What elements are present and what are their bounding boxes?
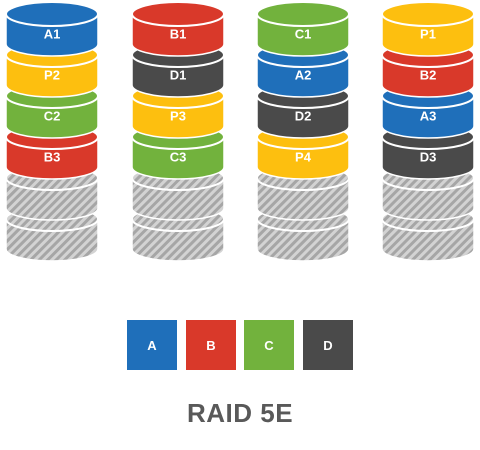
- block-label: C3: [170, 149, 187, 164]
- block-label: D3: [420, 149, 437, 164]
- disk-3: P4 D2 A2 C1: [256, 1, 350, 262]
- block-b1: B1: [131, 1, 225, 57]
- block-c1: C1: [256, 1, 350, 57]
- block-label: D1: [170, 67, 187, 82]
- block-label: A2: [295, 67, 312, 82]
- block-label: C1: [295, 26, 312, 41]
- block-p1: P1: [381, 1, 475, 57]
- block-label: A1: [44, 26, 61, 41]
- block-label: D2: [295, 108, 312, 123]
- legend-item-a: A: [127, 320, 177, 370]
- block-label: P3: [170, 108, 186, 123]
- legend-item-d: D: [303, 320, 353, 370]
- block-label: B3: [44, 149, 61, 164]
- block-label: A3: [420, 108, 437, 123]
- disk-2: C3 P3 D1 B1: [131, 1, 225, 262]
- legend: A B C D: [127, 320, 353, 370]
- diagram-title: RAID 5E: [186, 398, 294, 428]
- legend-item-b: B: [186, 320, 236, 370]
- legend-item-c: C: [244, 320, 294, 370]
- block-d1: D1: [131, 42, 225, 98]
- block-label: B1: [170, 26, 187, 41]
- block-label: P2: [44, 67, 60, 82]
- block-label: B2: [420, 67, 437, 82]
- block-a1: A1: [5, 1, 99, 57]
- block-label: P1: [420, 26, 436, 41]
- block-label: C2: [44, 108, 61, 123]
- disk-1: B3 C2 P2 A1: [5, 1, 99, 262]
- block-label: P4: [295, 149, 312, 164]
- disk-4: D3 A3 B2 P1: [381, 1, 475, 262]
